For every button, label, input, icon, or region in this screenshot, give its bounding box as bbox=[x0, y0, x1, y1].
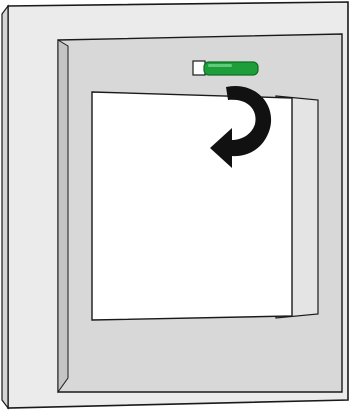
latch-white-tip bbox=[192, 60, 206, 76]
wall-plate-edge bbox=[1, 4, 9, 410]
inner-frame-bevel bbox=[57, 39, 69, 394]
latch-highlight bbox=[208, 64, 232, 67]
green-release-latch-icon bbox=[203, 61, 259, 76]
curved-rotate-clockwise-arrow-icon bbox=[210, 85, 272, 168]
